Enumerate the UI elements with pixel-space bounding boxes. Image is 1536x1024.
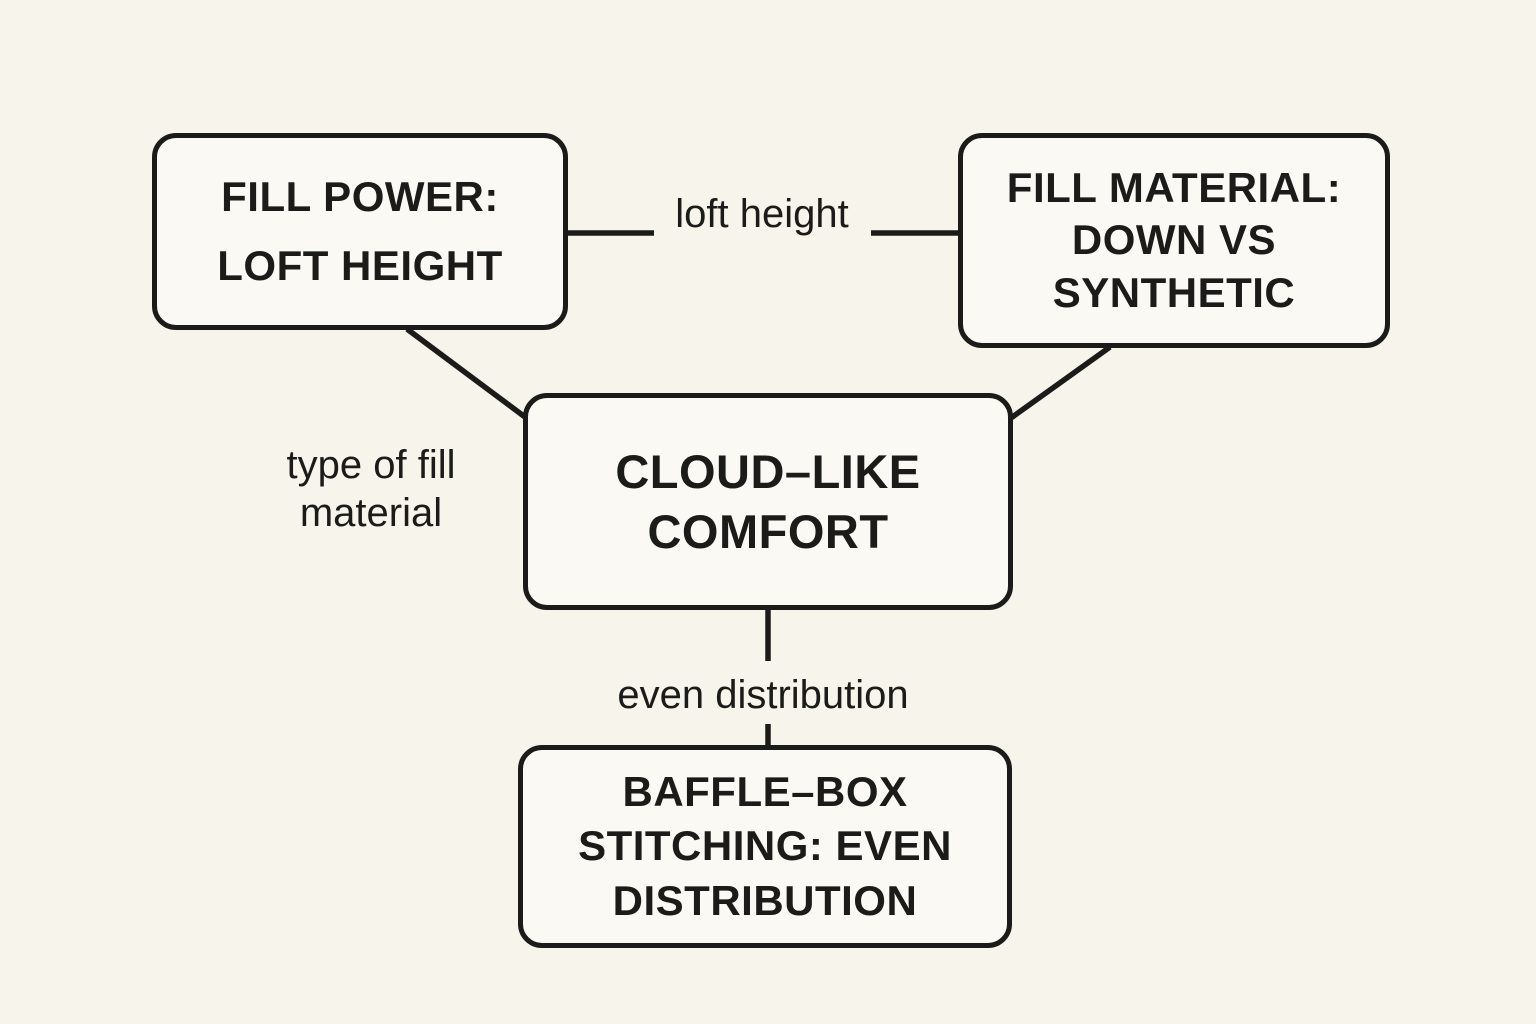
node-cloud-like-comfort: CLOUD–LIKE COMFORT — [523, 393, 1013, 610]
edge-label-type-of-fill-material: type of fill material — [286, 443, 456, 535]
node-fill-power: FILL POWER: LOFT HEIGHT — [152, 133, 568, 330]
edge-fill-material-diagonal — [1009, 344, 1112, 421]
edge-type-of-fill-diagonal — [405, 326, 527, 420]
node-fill-material: FILL MATERIAL: DOWN VS SYNTHETIC — [958, 133, 1390, 348]
edge-label-even-distribution: even distribution — [617, 673, 909, 717]
edge-label-loft-height: loft height — [675, 192, 849, 236]
node-baffle-box-stitching: BAFFLE–BOX STITCHING: EVEN DISTRIBUTION — [518, 745, 1012, 948]
